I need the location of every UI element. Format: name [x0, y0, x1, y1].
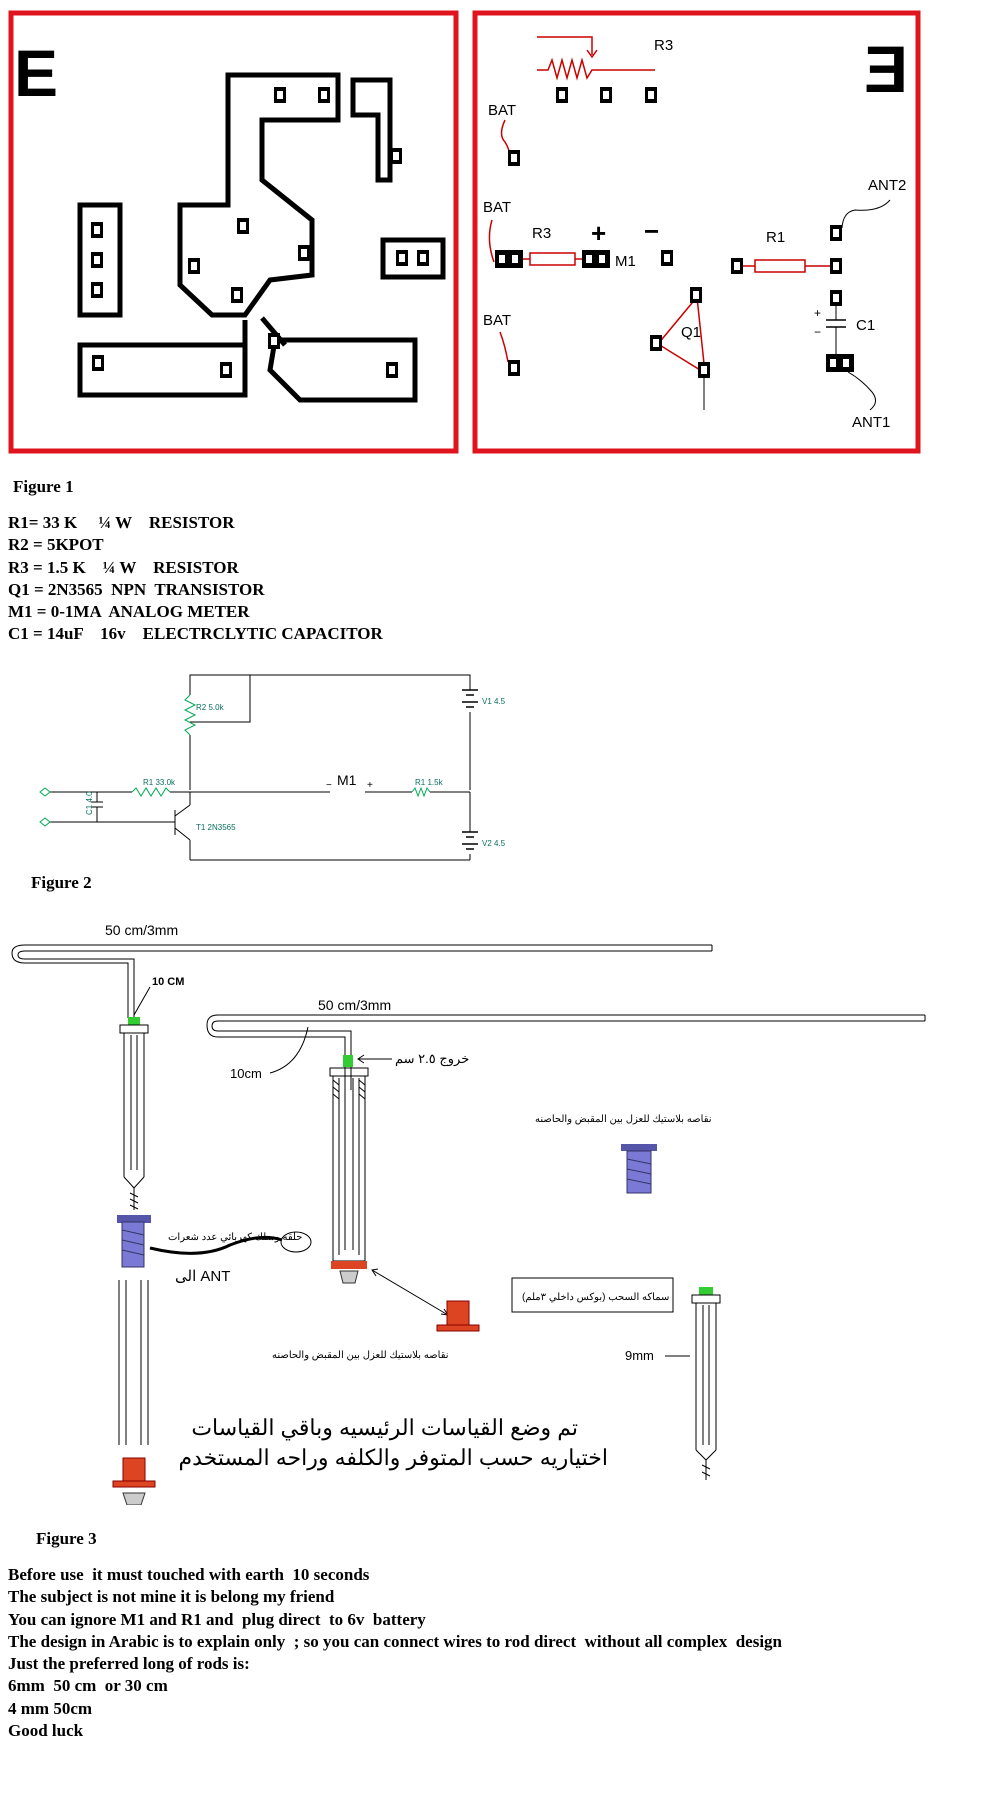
- fig2-m1-minus: −: [326, 780, 332, 791]
- c1-label: C1: [856, 317, 875, 334]
- rod1-bend-label: 10 CM: [152, 976, 184, 988]
- parts-item: R3 = 1.5 K ¼ W RESISTOR: [8, 557, 239, 577]
- panel-right-mark: Ǝ: [864, 32, 908, 106]
- usage-notes: Before use it must touched with earth 10…: [8, 1564, 782, 1742]
- rod2-length-label: 50 cm/3mm: [318, 997, 391, 1013]
- ant1-label: ANT1: [852, 414, 890, 431]
- r3-resistor-symbol: [529, 252, 576, 266]
- m1-label: M1: [615, 253, 636, 270]
- spacer-bottom-label: نقاصه بلاستيك للعزل بين المقبض والحاصنه: [272, 1350, 449, 1361]
- rod-1: [11, 944, 713, 1018]
- bat-label-3: BAT: [483, 312, 511, 329]
- rod-2: [206, 1014, 926, 1090]
- pcb-copper-panel-border: [8, 10, 459, 454]
- handle-1: [119, 1024, 149, 1210]
- meter-plus-sign: +: [591, 218, 606, 248]
- figure3-caption: Figure 3: [36, 1529, 97, 1548]
- note-line: Before use it must touched with earth 10…: [8, 1565, 370, 1584]
- pcb-pads: [91, 87, 429, 378]
- diameter-label: 9mm: [625, 1348, 654, 1363]
- handle-2: [329, 1067, 369, 1262]
- fig2-r1-label: R1 33.0k: [143, 778, 176, 787]
- bat-label-1: BAT: [488, 102, 516, 119]
- q1-label: Q1: [681, 324, 701, 341]
- q1-transistor-outline: [656, 295, 706, 375]
- handle-3: [691, 1294, 721, 1480]
- figure3-rods: 50 cm/3mm 10 CM حلقه وسلك كهربائي عدد شع…: [11, 922, 926, 1505]
- inner-box-label-frame: [511, 1277, 674, 1313]
- pot-r3-label: R3: [654, 37, 673, 54]
- arabic-note-line2: اختياريه حسب المتوفر والكلفه وراحه المست…: [178, 1445, 608, 1471]
- rod2-bend-label: 10cm: [230, 1066, 262, 1081]
- fig2-v1-label: V1 4.5: [482, 697, 506, 706]
- note-line: The design in Arabic is to explain only …: [8, 1631, 783, 1651]
- figure2-schematic: R2 5.0k V1 4.5 R1 33.0k R1 1.5k T1 2N356…: [39, 674, 506, 861]
- ant-label: الى ANT: [175, 1268, 230, 1285]
- panel-left-mark: E: [14, 36, 58, 110]
- pot-r3-symbol: [537, 36, 655, 81]
- c1-minus-sign: −: [814, 325, 821, 339]
- inner-box-label: (بوكس داخلي ٣ملم) سماكه السحب: [522, 1292, 669, 1303]
- meter-minus-sign: −: [644, 216, 659, 246]
- r1-label: R1: [766, 229, 785, 246]
- note-line: Good luck: [8, 1721, 84, 1741]
- pcb-component-panel-border: [472, 10, 921, 454]
- handle1-cap: [128, 1017, 140, 1025]
- spacer-cap-red: [446, 1300, 470, 1328]
- fig2-m1-plus: +: [367, 780, 373, 791]
- fig2-v2-label: V2 4.5: [482, 839, 506, 848]
- note-line: 4 mm 50cm: [8, 1698, 93, 1718]
- ant2-label: ANT2: [868, 177, 906, 194]
- exit-label: خروج ٢.٥ سم: [395, 1051, 469, 1067]
- parts-item: Q1 = 2N3565 NPN TRANSISTOR: [8, 579, 265, 599]
- fig2-t1-label: T1 2N3565: [196, 823, 236, 832]
- note-line: 6mm 50 cm or 30 cm: [8, 1676, 168, 1696]
- fig2-r2-label: R2 5.0k: [196, 703, 225, 712]
- figure1-pcb: E Ǝ R3: [8, 10, 921, 454]
- bat-label-2: BAT: [483, 199, 511, 216]
- parts-item: R1= 33 K ¼ W RESISTOR: [8, 513, 235, 532]
- parts-item: M1 = 0-1MA ANALOG METER: [8, 602, 250, 622]
- copper-traces: [77, 72, 446, 403]
- note-line: The subject is not mine it is belong my …: [8, 1587, 335, 1607]
- pot-pads: [556, 87, 657, 103]
- parts-item: C1 = 14uF 16v ELECTRCLYTIC CAPACITOR: [8, 624, 383, 644]
- fig2-r3-label: R1 1.5k: [415, 778, 444, 787]
- fig2-m1-label: M1: [337, 772, 357, 788]
- figure1-caption: Figure 1: [13, 477, 74, 496]
- note-line: You can ignore M1 and R1 and plug direct…: [8, 1609, 426, 1629]
- rod1-length-label: 50 cm/3mm: [105, 922, 178, 938]
- c1-plus-sign: +: [814, 306, 821, 320]
- figure2-caption: Figure 2: [31, 873, 92, 892]
- r1-resistor-symbol: [754, 259, 806, 273]
- parts-item: R2 = 5KPOT: [8, 535, 104, 555]
- spacer-top-label: نقاصه بلاستيك للعزل بين المقبض والحاصنه: [535, 1114, 712, 1125]
- fig2-c1-label: C1 4.0: [85, 791, 94, 815]
- ring-wire-label: حلقه وسلك كهربائي عدد شعرات: [168, 1232, 302, 1243]
- note-line: Just the preferred long of rods is:: [8, 1654, 250, 1674]
- r3-label: R3: [532, 225, 551, 242]
- arabic-note-line1: تم وضع القياسات الرئيسيه وباقي القياسات: [191, 1415, 578, 1441]
